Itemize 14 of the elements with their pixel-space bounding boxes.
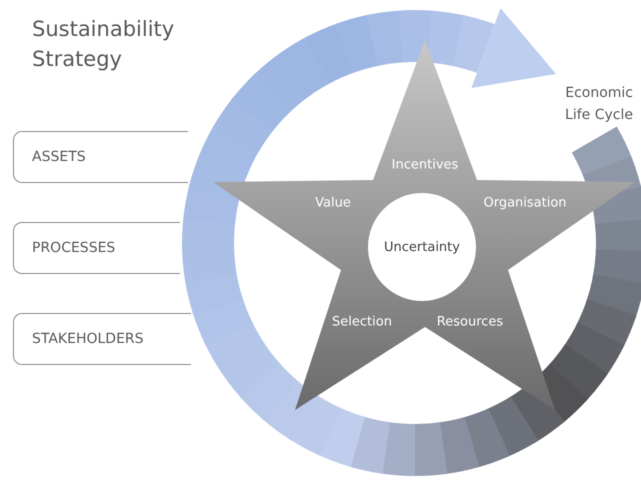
star-point-label: Selection bbox=[332, 314, 392, 330]
cycle-label: Economic Life Cycle bbox=[564, 84, 633, 125]
star-point-label: Incentives bbox=[392, 158, 458, 172]
category-box bbox=[13, 313, 191, 365]
category-label: PROCESSES bbox=[32, 240, 116, 256]
category-label: ASSETS bbox=[32, 149, 86, 165]
title: Sustainability Strategy bbox=[32, 16, 176, 73]
star-point-label: Value bbox=[315, 196, 351, 210]
category-box bbox=[13, 131, 188, 183]
star-point-label: Resources bbox=[436, 314, 504, 330]
category-box bbox=[13, 222, 180, 274]
category-label: STAKEHOLDERS bbox=[32, 331, 144, 347]
star-point-label: Organisation bbox=[483, 196, 567, 210]
center-label: Uncertainty bbox=[384, 240, 460, 254]
